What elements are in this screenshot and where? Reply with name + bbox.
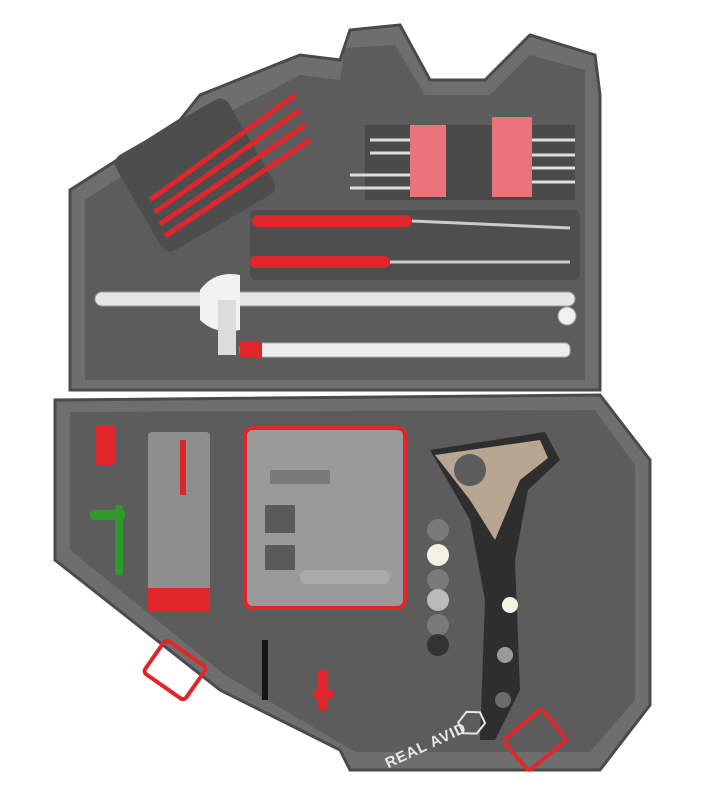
right-latch-handle (502, 708, 568, 772)
pin-punch-set (350, 117, 575, 200)
green-tool (90, 505, 125, 575)
handguard-removal-tool (250, 210, 580, 280)
torque-wrench (94, 274, 577, 355)
black-tool (262, 640, 268, 700)
red-tool (95, 425, 115, 465)
upper-lid (68, 23, 602, 392)
lower-base: REAL AVID (53, 393, 652, 772)
smart-fit-vise-block (148, 432, 210, 612)
vise-block-bar (239, 342, 571, 358)
red-punch (313, 670, 333, 710)
bit-holders (427, 519, 449, 656)
upper-receiver-vise-block (243, 426, 407, 610)
pick-set (114, 92, 312, 252)
left-latch-handle (142, 638, 208, 702)
armorers-wrench (430, 432, 560, 740)
